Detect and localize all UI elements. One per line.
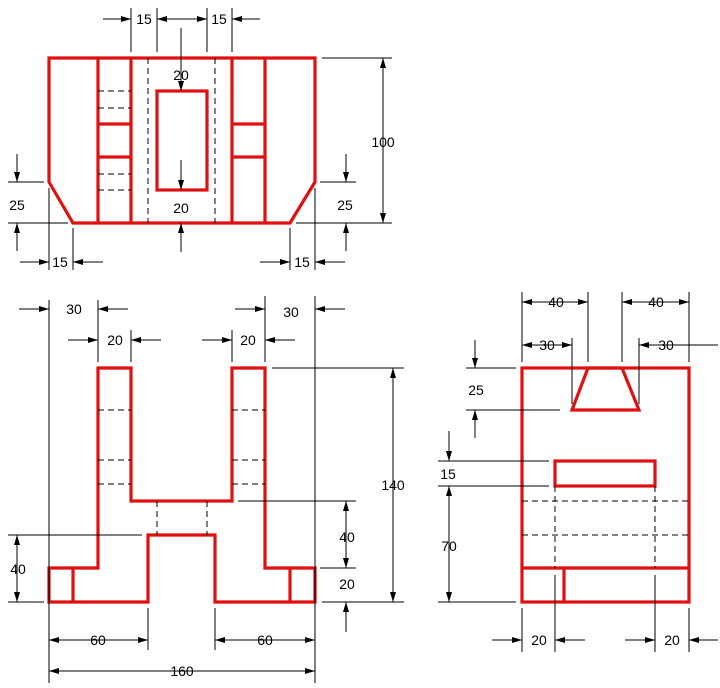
dim-label: 15	[211, 11, 227, 27]
dim-label: 25	[9, 197, 25, 213]
dim-label: 30	[66, 301, 82, 317]
top-view-object-lines	[47, 56, 317, 225]
dim-label: 30	[658, 337, 674, 353]
dim-label: 15	[136, 11, 152, 27]
top-view-dimension-labels: 15 15 20 20 100 25 25 15 15	[9, 11, 395, 270]
dim-label: 20	[664, 632, 680, 648]
dim-label: 40	[339, 529, 355, 545]
side-view: 40 40 30 30 25 15 70 20 20	[438, 292, 718, 652]
front-view-object-lines	[47, 366, 317, 604]
dim-label: 20	[339, 576, 355, 592]
dim-label: 20	[173, 200, 189, 216]
side-view-object-lines	[520, 366, 691, 604]
front-view: 30 20 30 20 140 40 40 20 60 60 160	[8, 296, 405, 683]
dim-label: 30	[283, 304, 299, 320]
dim-label: 160	[170, 663, 194, 679]
dim-label: 15	[52, 254, 68, 270]
dim-label: 20	[107, 332, 123, 348]
top-view: 15 15 20 20 100 25 25 15 15	[8, 8, 395, 270]
dim-label: 40	[10, 561, 26, 577]
dim-label: 60	[90, 632, 106, 648]
top-view-dimensions	[8, 8, 392, 270]
dim-label: 15	[440, 466, 456, 482]
dim-label: 20	[531, 632, 547, 648]
dim-label: 60	[257, 632, 273, 648]
dim-label: 140	[381, 477, 405, 493]
dim-label: 100	[371, 134, 395, 150]
front-view-dimensions	[8, 296, 404, 683]
dim-label: 25	[468, 382, 484, 398]
dim-label: 70	[441, 538, 457, 554]
side-view-dimension-labels: 40 40 30 30 25 15 70 20 20	[440, 294, 680, 648]
dim-label: 20	[173, 67, 189, 83]
dim-label: 40	[548, 294, 564, 310]
front-view-dimension-labels: 30 20 30 20 140 40 40 20 60 60 160	[10, 301, 405, 679]
dim-label: 15	[294, 254, 310, 270]
dim-label: 30	[539, 337, 555, 353]
top-view-hidden-lines	[98, 58, 216, 223]
dim-label: 25	[337, 197, 353, 213]
side-view-hidden-lines	[522, 486, 689, 568]
front-view-hidden-lines	[98, 409, 265, 535]
dim-label: 40	[648, 294, 664, 310]
dim-label: 20	[240, 332, 256, 348]
side-view-dimensions	[438, 292, 718, 652]
